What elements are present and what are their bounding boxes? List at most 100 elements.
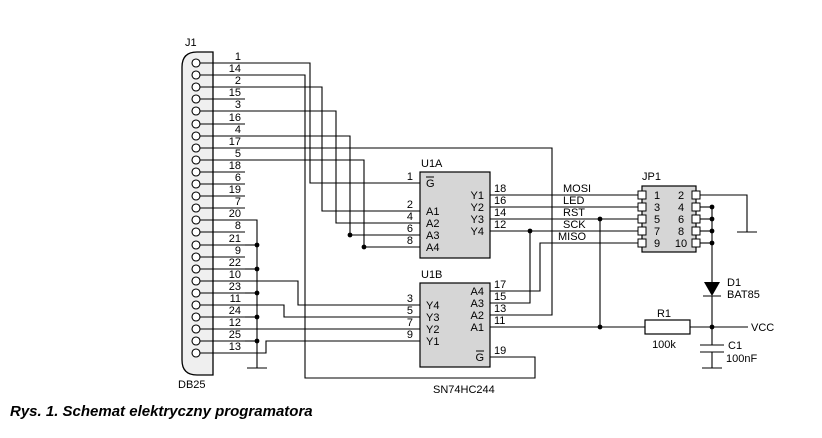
j1-pin-number: 2 [235,75,241,87]
svg-text:11: 11 [494,315,505,327]
j1-pin-number: 10 [229,269,241,281]
j1-pin-number: 18 [229,160,241,172]
r1-body [644,319,691,335]
svg-text:2: 2 [678,190,684,202]
svg-text:A4: A4 [471,286,484,298]
j1-ref-label: J1 [185,37,197,49]
u1a-input-names: A1 A2 A3 A4 [426,206,439,254]
j1-pin-number: 20 [229,208,241,220]
d1-diode: D1 BAT85 [703,277,760,301]
svg-text:18: 18 [494,183,506,195]
j1-pin-circles [191,58,201,358]
jp1-pads [637,190,701,248]
u1a-enable-pin: 1 [407,171,413,183]
u1b-output-names: Y4 Y3 Y2 Y1 [426,300,439,348]
d1-ref-label: D1 [727,277,741,289]
svg-text:7: 7 [654,226,660,238]
j1-pin-number: 19 [229,184,241,196]
u1b-ref-label: U1B [421,269,442,281]
u1b-output-pins: 3 5 7 9 [407,293,413,341]
u1b-enable-name: G [475,352,484,364]
j1-pin-number: 25 [229,329,241,341]
signal-miso: MISO [558,231,587,243]
jp1-ref-label: JP1 [642,171,661,183]
u1b-buffer: U1B Y4 Y3 Y2 Y1 3 5 7 9 A4 A3 A2 A1 17 [407,269,520,396]
j1-pin-number: 16 [229,112,241,124]
j1-pin-number: 5 [235,148,241,160]
svg-text:Y3: Y3 [426,312,439,324]
j1-pin-number: 22 [229,257,241,269]
r1-value-label: 100k [652,339,676,351]
svg-text:A4: A4 [426,242,439,254]
junction-dots [254,204,715,344]
jp1-pin-numbers-right: 2 4 6 8 10 [675,190,687,250]
svg-text:6: 6 [678,214,684,226]
svg-text:17: 17 [494,279,506,291]
svg-text:4: 4 [407,211,413,223]
j1-pin-number: 11 [230,293,241,305]
j1-body [181,51,214,376]
svg-text:A2: A2 [426,218,439,230]
svg-text:3: 3 [654,202,660,214]
svg-text:Y2: Y2 [426,324,439,336]
j1-pin-number: 13 [229,341,241,353]
svg-text:Y1: Y1 [471,190,484,202]
j1-type-label: DB25 [178,379,206,391]
r1-ref-label: R1 [657,308,671,320]
u1a-ref-label: U1A [421,158,443,170]
j1-pin-number: 24 [229,305,241,317]
signal-led: LED [563,195,584,207]
signal-sck: SCK [563,219,586,231]
j1-pin-number: 3 [235,99,241,111]
svg-text:8: 8 [678,226,684,238]
j1-pin-number: 4 [235,124,241,136]
c1-ref-label: C1 [728,340,742,352]
j1-pin-number: 23 [229,281,241,293]
svg-text:Y2: Y2 [471,202,484,214]
d1-value-label: BAT85 [727,289,760,301]
svg-text:Y1: Y1 [426,336,439,348]
svg-text:10: 10 [675,238,687,250]
j1-pin-stubs [200,62,245,354]
u1b-enable-pin: 19 [494,345,506,357]
svg-text:15: 15 [494,291,506,303]
u1b-input-pins: 17 15 13 11 [494,279,506,327]
svg-text:12: 12 [494,219,506,231]
j1-pin-number: 21 [229,233,241,245]
svg-text:9: 9 [407,329,413,341]
svg-text:14: 14 [494,207,506,219]
r1-resistor: R1 100k [644,308,691,351]
c1-capacitor: C1 100nF [700,340,757,365]
figure-caption: Rys. 1. Schemat elektryczny programatora [10,403,313,420]
j1-pin-number: 7 [235,196,241,208]
svg-text:8: 8 [407,235,413,247]
signal-rst: RST [563,207,585,219]
j1-pin-number: 17 [229,136,241,148]
svg-text:A2: A2 [471,310,484,322]
svg-text:A3: A3 [471,298,484,310]
u1a-output-names: Y1 Y2 Y3 Y4 [471,190,484,238]
u1a-body [419,171,491,259]
j1-pin-number: 14 [229,63,241,75]
svg-text:Y4: Y4 [471,226,484,238]
u1a-input-pins: 2 4 6 8 [407,199,413,247]
svg-text:Y4: Y4 [426,300,439,312]
svg-text:A1: A1 [426,206,439,218]
ic-part-label: SN74HC244 [433,384,495,396]
u1b-input-stubs [490,290,520,358]
svg-text:5: 5 [654,214,660,226]
j1-pin-number: 9 [235,245,241,257]
u1b-input-names: A4 A3 A2 A1 [471,286,484,334]
svg-text:3: 3 [407,293,413,305]
j1-pin-number: 8 [235,220,241,232]
u1b-body [419,282,491,368]
u1a-output-pins: 18 16 14 12 [494,183,506,231]
svg-text:1: 1 [654,190,660,202]
svg-text:4: 4 [678,202,684,214]
vcc-label: VCC [751,322,774,334]
j1-pin-number: 15 [229,87,241,99]
svg-text:A3: A3 [426,230,439,242]
j1-pin-number: 12 [229,317,241,329]
